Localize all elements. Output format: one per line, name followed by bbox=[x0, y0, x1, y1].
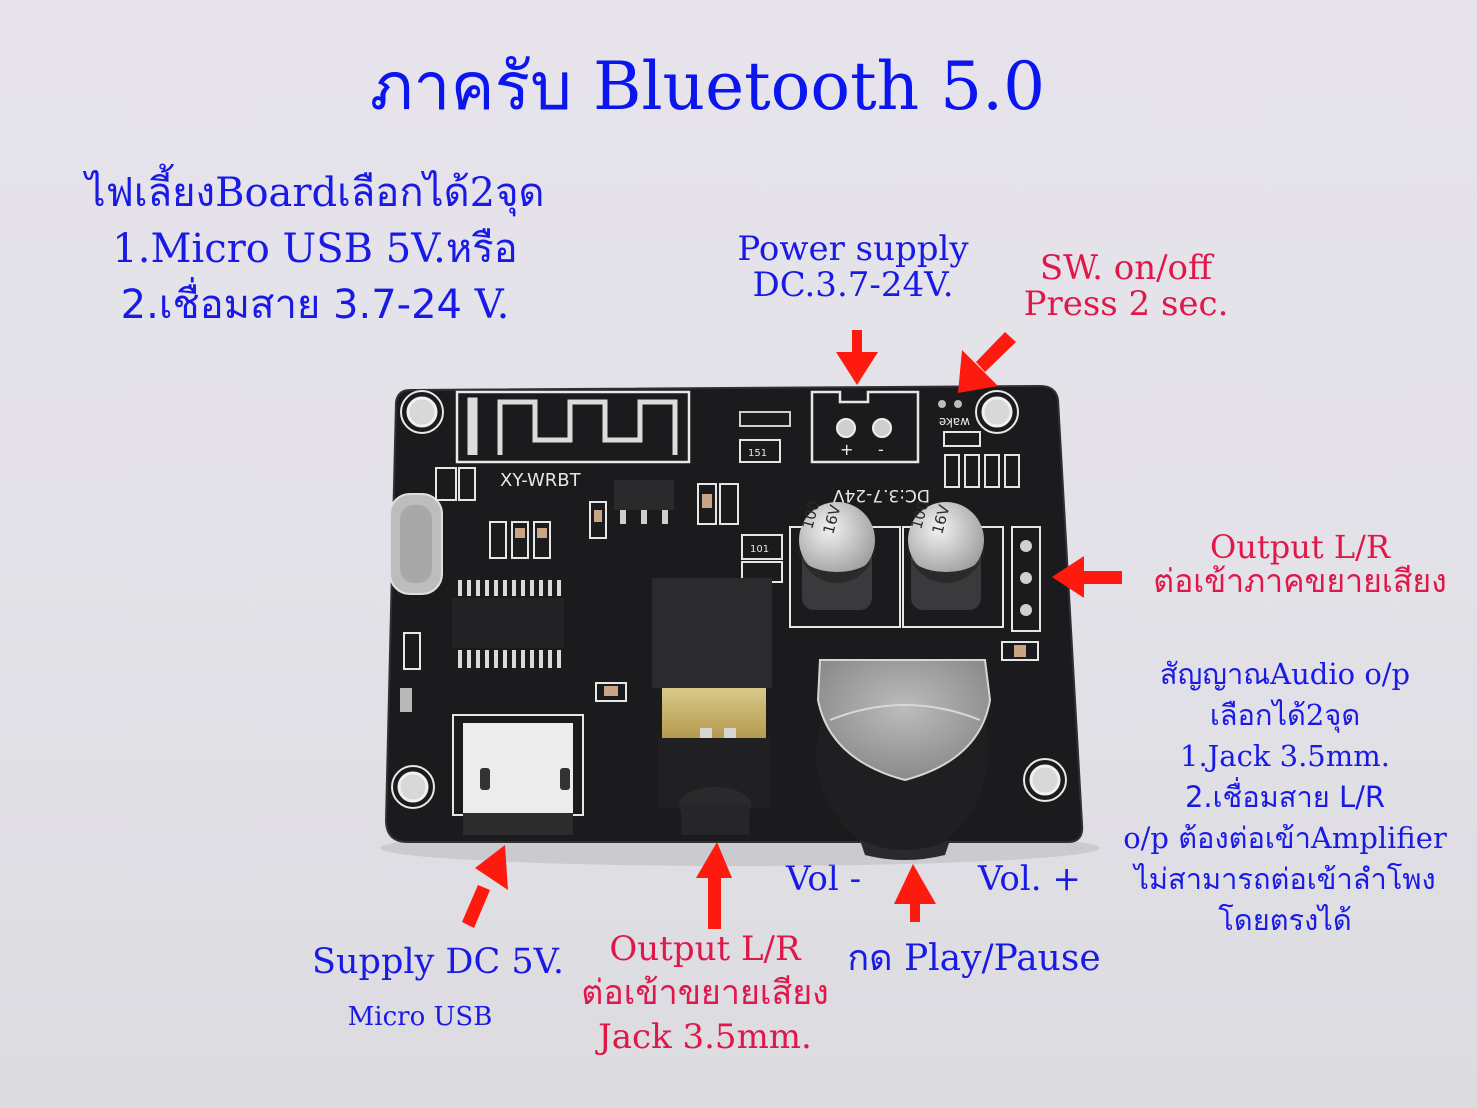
power-supply-label: Power supply DC.3.7-24V. bbox=[718, 229, 988, 305]
vol-plus-label: Vol. + bbox=[978, 859, 1081, 899]
jack-line2: ต่อเข้าขยายเสียง bbox=[581, 973, 829, 1013]
resistor-101-label: 101 bbox=[750, 544, 769, 555]
resistor-151-label: 151 bbox=[748, 448, 767, 459]
audio-info-line: สัญญาณAudio o/p bbox=[1159, 657, 1411, 691]
power-supply-line1: Power supply bbox=[737, 229, 969, 269]
power-info-option-2-suffix: V. bbox=[462, 282, 510, 328]
audio-info-line: o/p ต้องต่อเข้าAmplifier bbox=[1123, 821, 1447, 855]
arrow-down-icon bbox=[836, 330, 878, 385]
jack-line3: Jack 3.5mm. bbox=[598, 1017, 812, 1057]
power-switch-pads: wake bbox=[938, 400, 970, 429]
page-title: ภาครับ Bluetooth 5.0 bbox=[369, 48, 1046, 125]
jack-line1: Output L/R bbox=[609, 929, 801, 969]
power-info-option-1: 1.Micro USB 5V.หรือ bbox=[112, 226, 518, 272]
dc-range-silkscreen: DC:3.7-24V bbox=[833, 485, 930, 505]
rotary-encoder-knob bbox=[816, 659, 992, 860]
arrow-left-icon bbox=[1052, 556, 1122, 598]
output-lr-right-line1: Output L/R bbox=[1210, 528, 1390, 566]
switch-label: SW. on/off Press 2 sec. bbox=[1010, 248, 1242, 324]
capacitor-left: 100 16V bbox=[789, 499, 901, 628]
power-info-heading: ไฟเลี้ยงBoardเลือกได้2จุด bbox=[85, 170, 545, 216]
arrow-up-icon bbox=[696, 842, 732, 929]
output-lr-right-line2: ต่อเข้าภาคขยายเสียง bbox=[1153, 561, 1447, 600]
audio-info-block: สัญญาณAudio o/p เลือกได้2จุด 1.Jack 3.5m… bbox=[1095, 659, 1475, 946]
audio-info-line: ไม่สามารถต่อเข้าลำโพง bbox=[1134, 862, 1436, 896]
play-pause-label: กด Play/Pause bbox=[847, 938, 1101, 979]
vol-minus-label: Vol - bbox=[786, 859, 862, 899]
audio-jack-3-5mm bbox=[652, 578, 772, 835]
audio-ic bbox=[452, 580, 564, 668]
arrow-up-icon bbox=[894, 864, 936, 922]
lr-output-pads bbox=[1011, 526, 1041, 632]
audio-info-line: 1.Jack 3.5mm. bbox=[1180, 739, 1390, 773]
annotation-arrows bbox=[462, 330, 1122, 929]
arrow-down-left-icon bbox=[958, 332, 1016, 393]
power-info-option-2-prefix: 2.เชื่อมสาย 3.7-24 bbox=[120, 282, 463, 328]
usb-type-label: Micro USB bbox=[347, 1002, 493, 1032]
switch-line1: SW. on/off bbox=[1039, 248, 1213, 288]
audio-info-line: เลือกได้2จุด bbox=[1209, 698, 1361, 732]
mounting-hole bbox=[397, 396, 1061, 803]
power-supply-line2: DC.3.7-24V. bbox=[752, 264, 954, 305]
micro-usb-port bbox=[452, 714, 584, 835]
arrow-up-right-icon bbox=[462, 845, 508, 928]
plus-silkscreen: + bbox=[840, 440, 853, 459]
output-lr-right-label: Output L/R ต่อเข้าภาคขยายเสียง bbox=[1135, 528, 1465, 600]
minus-silkscreen: - bbox=[878, 440, 884, 459]
power-info-block: ไฟเลี้ยงBoardเลือกได้2จุด 1.Micro USB 5V… bbox=[55, 172, 575, 340]
power-info-option-2: 2.เชื่อมสาย 3.7-24 V. bbox=[55, 284, 575, 340]
audio-info-line: 2.เชื่อมสาย L/R bbox=[1184, 780, 1386, 814]
capacitor-right: 100 16V bbox=[902, 499, 1004, 628]
pcb-board: XY-WRBT 151 101 bbox=[384, 384, 1084, 860]
wake-silkscreen: wake bbox=[939, 415, 970, 429]
usb-supply-label: Supply DC 5V. bbox=[312, 942, 564, 982]
jack-output-label: Output L/R ต่อเข้าขยายเสียง Jack 3.5mm. bbox=[570, 929, 840, 1064]
dc-power-terminal: + - bbox=[810, 390, 920, 464]
switch-line2: Press 2 sec. bbox=[1023, 283, 1229, 324]
audio-info-line: โดยตรงได้ bbox=[1218, 903, 1352, 937]
module-silkscreen: XY-WRBT bbox=[500, 470, 582, 491]
